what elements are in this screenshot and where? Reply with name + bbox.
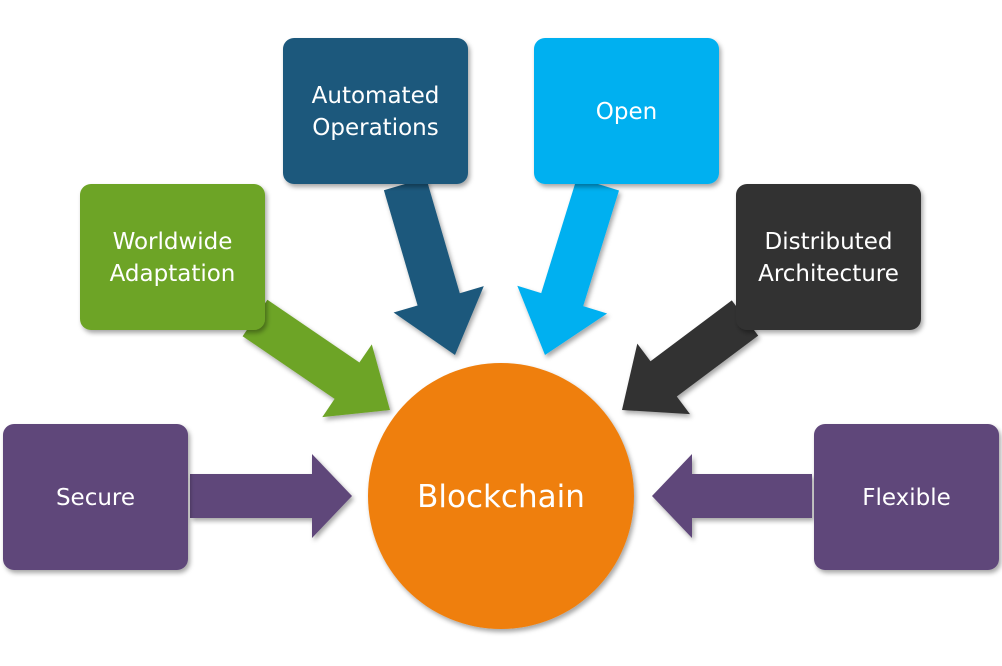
- arrows-layer: [190, 177, 812, 538]
- distributed-architecture-arrow: [622, 300, 759, 415]
- secure-arrow: [190, 454, 352, 538]
- node-flexible: Flexible: [814, 424, 999, 570]
- automated-operations-box: [283, 38, 468, 184]
- hub-label: Blockchain: [417, 479, 585, 515]
- secure-box: [3, 424, 188, 570]
- blockchain-hub: Blockchain: [368, 363, 634, 629]
- open-arrow: [517, 177, 619, 355]
- worldwide-adaptation-arrow: [242, 299, 390, 418]
- node-open: Open: [534, 38, 719, 184]
- secure-label-line-1: Secure: [56, 485, 135, 511]
- flexible-arrow: [652, 454, 812, 538]
- hub-circle: [368, 363, 634, 629]
- open-box: [534, 38, 719, 184]
- nodes-layer: SecureWorldwideAdaptationAutomatedOperat…: [3, 38, 999, 570]
- automated-operations-arrow: [383, 177, 484, 355]
- automated-operations-label-line-2: Operations: [312, 115, 438, 141]
- node-secure: Secure: [3, 424, 188, 570]
- automated-operations-label-line-1: Automated: [312, 83, 440, 109]
- open-label-line-1: Open: [596, 99, 657, 125]
- distributed-architecture-box: [736, 184, 921, 330]
- worldwide-adaptation-label-line-2: Adaptation: [110, 261, 236, 287]
- flexible-box: [814, 424, 999, 570]
- flexible-label-line-1: Flexible: [862, 485, 951, 511]
- distributed-architecture-label-line-2: Architecture: [758, 261, 899, 287]
- distributed-architecture-label-line-1: Distributed: [765, 229, 893, 255]
- worldwide-adaptation-label-line-1: Worldwide: [113, 229, 233, 255]
- worldwide-adaptation-box: [80, 184, 265, 330]
